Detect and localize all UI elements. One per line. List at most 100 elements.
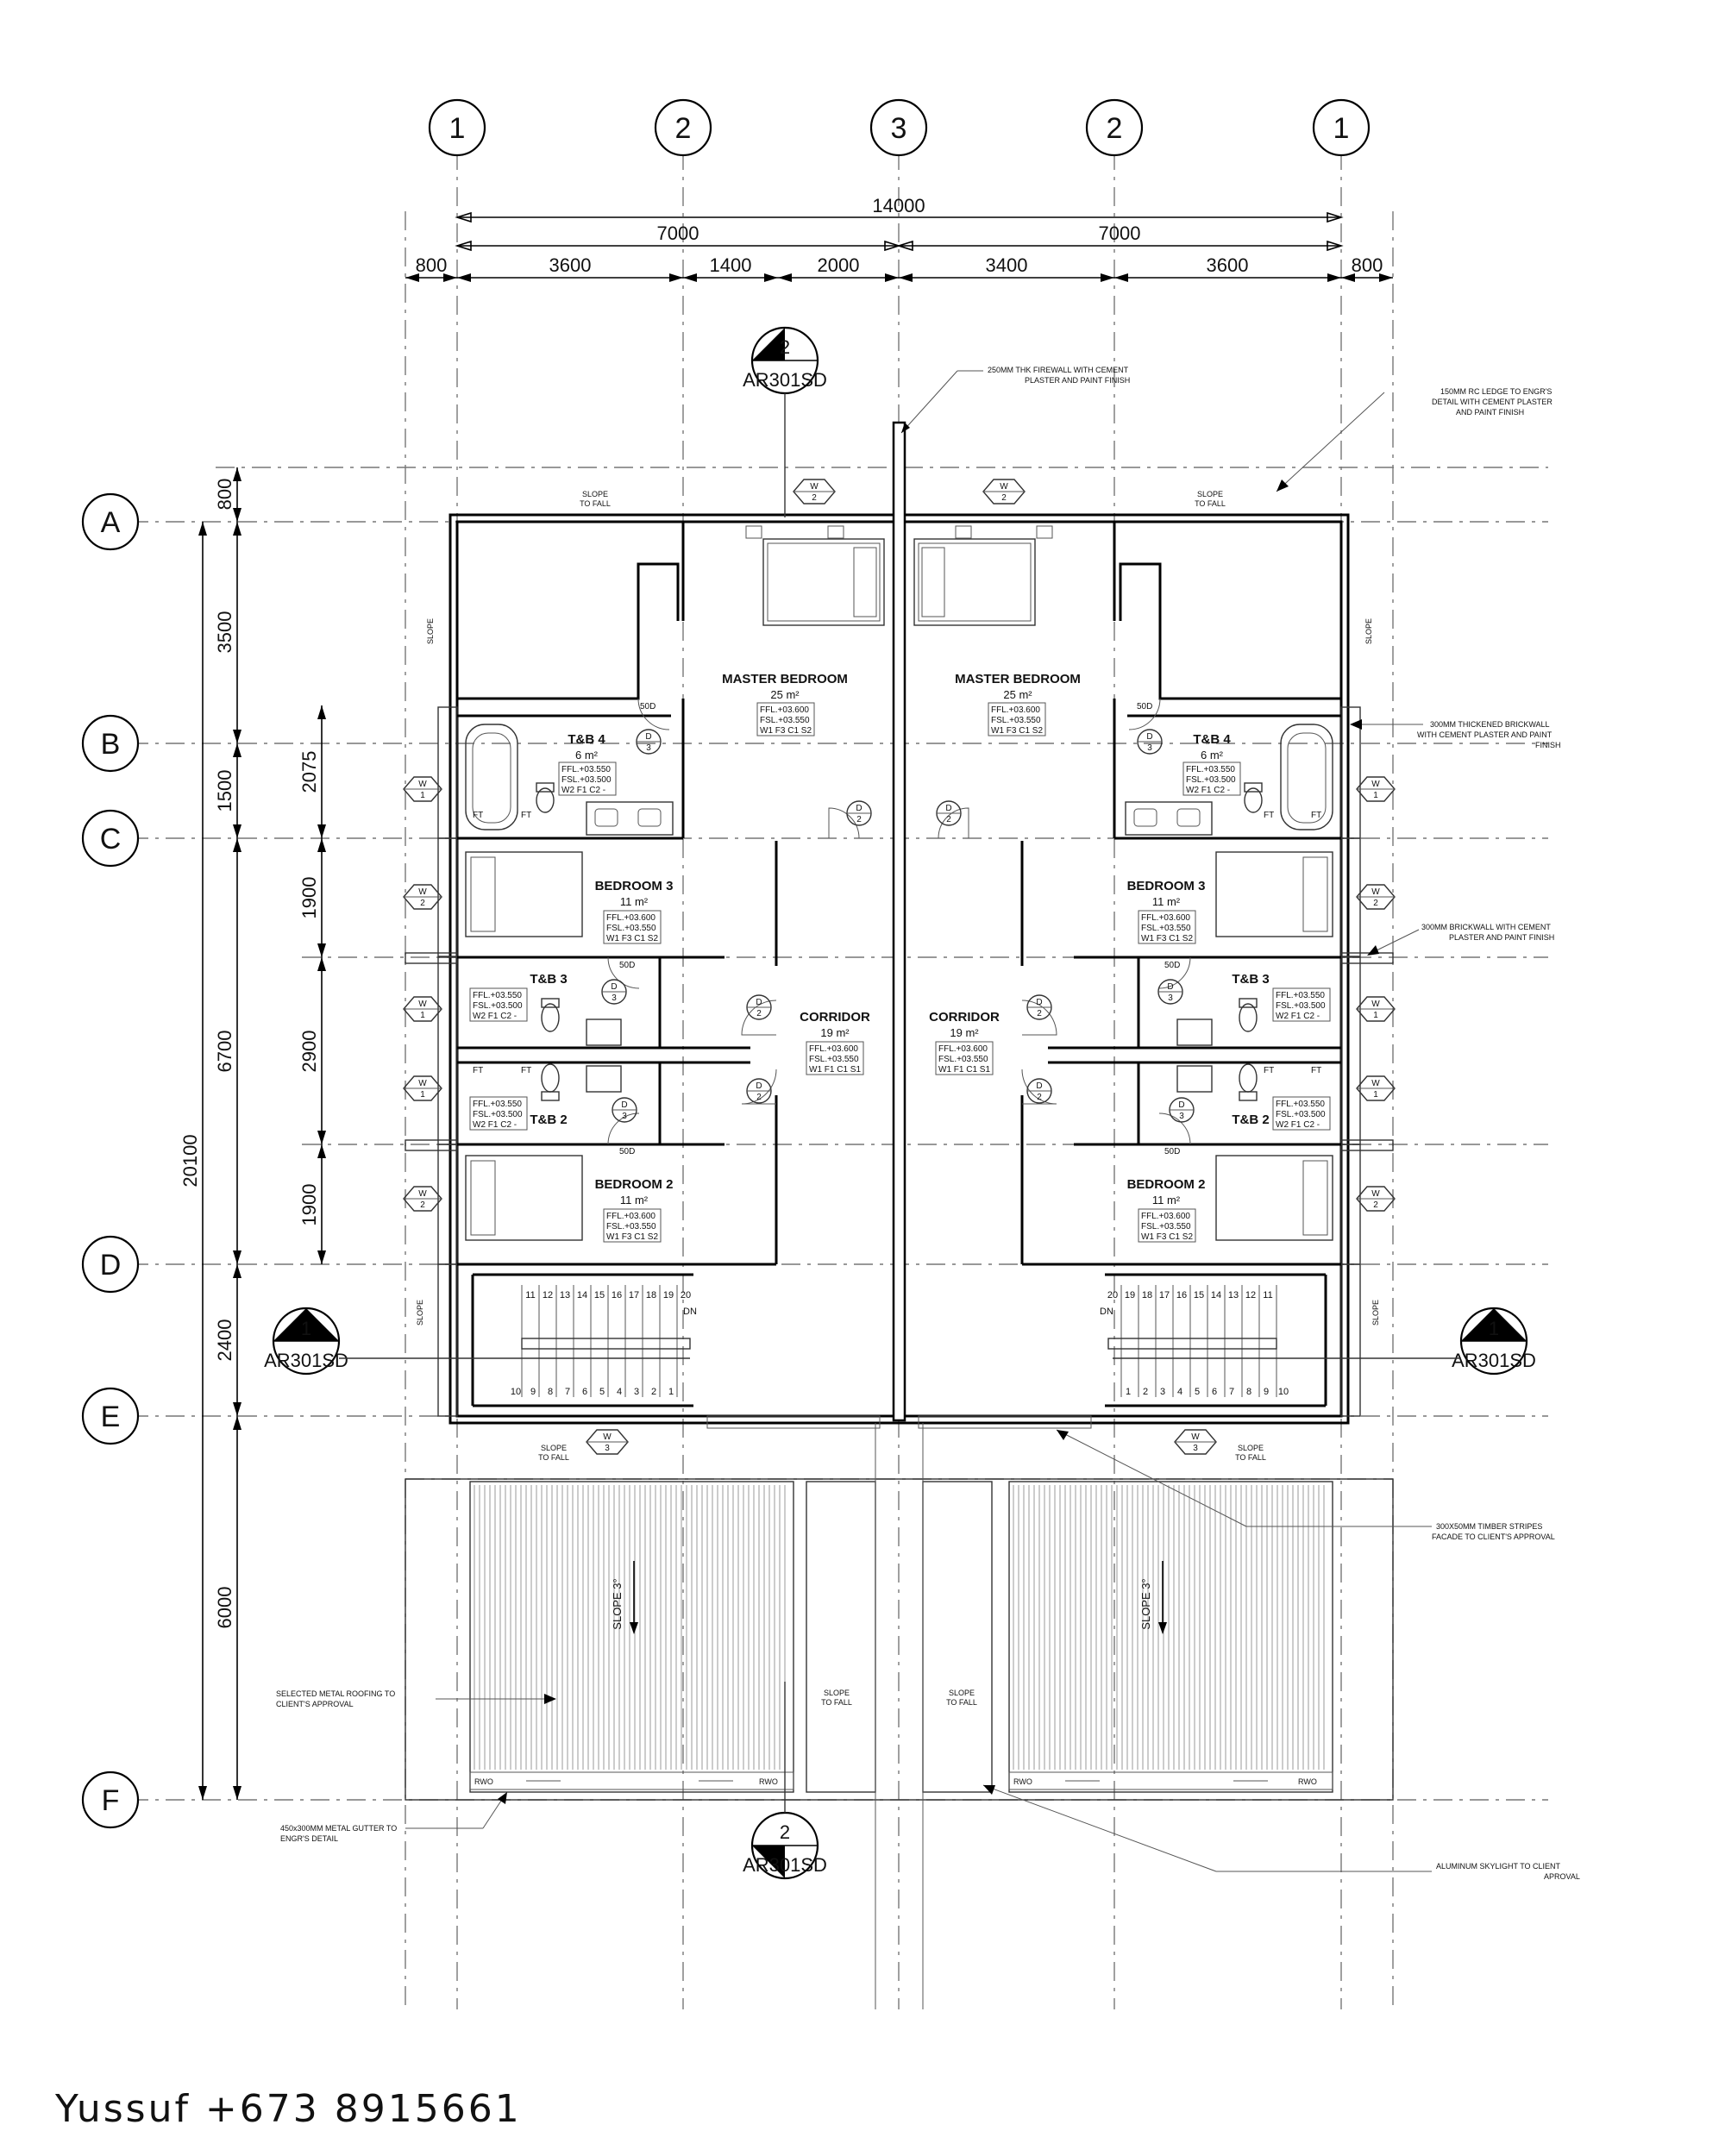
- dimension-inner-seg-3: 2900: [298, 1031, 320, 1073]
- svg-text:FFL.+03.600: FFL.+03.600: [938, 1044, 988, 1054]
- svg-text:17: 17: [629, 1290, 639, 1300]
- svg-text:11 m²: 11 m²: [620, 1194, 649, 1206]
- window-tag: W1: [403, 1075, 442, 1101]
- svg-text:10: 10: [511, 1387, 521, 1397]
- dimension-left-seg-1: 800: [214, 479, 235, 511]
- room-tb3-right: T&B 3 FFL.+03.550 FSL.+03.500 W2 F1 C2 -: [1232, 972, 1331, 1022]
- svg-text:18: 18: [646, 1290, 656, 1300]
- slope-label: SLOPE: [1364, 618, 1373, 644]
- dimension-inner-seg-4: 1900: [298, 1184, 320, 1226]
- dimension-overall: 14000: [872, 195, 925, 216]
- door-tag: D2: [846, 800, 872, 826]
- timber-stripe-facade: [706, 1415, 1092, 1429]
- svg-text:3: 3: [612, 993, 617, 1003]
- svg-text:PLASTER AND PAINT FINISH: PLASTER AND PAINT FINISH: [1449, 933, 1554, 942]
- dimension-seg-7: 800: [1352, 254, 1383, 276]
- svg-text:SLOPE: SLOPE: [949, 1689, 975, 1697]
- svg-text:20: 20: [681, 1290, 691, 1300]
- dimension-inner-seg-1: 2075: [298, 751, 320, 793]
- svg-text:FACADE TO CLIENT'S APPROVAL: FACADE TO CLIENT'S APPROVAL: [1432, 1532, 1555, 1541]
- dimension-left-seg-5: 2400: [214, 1319, 235, 1362]
- svg-text:3: 3: [1193, 1444, 1198, 1453]
- window-tags: W2 W2 W3 W3 W1 W2 W1 W1 W2 W1 W2 W1 W1 W…: [403, 479, 1396, 1455]
- svg-text:TO FALL: TO FALL: [538, 1453, 569, 1462]
- lower-roof-area: [405, 1423, 1394, 2009]
- svg-text:250MM THK FIREWALL WITH CEMENT: 250MM THK FIREWALL WITH CEMENT: [988, 366, 1129, 374]
- window-tag: W1: [403, 776, 442, 802]
- svg-text:19: 19: [1125, 1290, 1135, 1300]
- svg-text:FFL.+03.600: FFL.+03.600: [1141, 913, 1190, 923]
- svg-text:10: 10: [1278, 1387, 1289, 1397]
- svg-text:AR301SD: AR301SD: [1452, 1350, 1536, 1371]
- room-bedroom2-right: BEDROOM 2 11 m² FFL.+03.600 FSL.+03.550 …: [1127, 1177, 1205, 1243]
- svg-text:3: 3: [891, 112, 907, 145]
- svg-text:13: 13: [1228, 1290, 1239, 1300]
- svg-text:D: D: [756, 998, 762, 1007]
- svg-text:TO FALL: TO FALL: [1235, 1453, 1266, 1462]
- room-bedroom3-left: BEDROOM 3 11 m² FFL.+03.600 FSL.+03.550 …: [595, 879, 674, 944]
- rainwater-outlets: RWO RWO RWO RWO: [474, 1777, 1317, 1786]
- svg-text:W1 F3 C1 S2: W1 F3 C1 S2: [606, 1232, 658, 1242]
- svg-text:MASTER BEDROOM: MASTER BEDROOM: [722, 672, 848, 686]
- firewall: [892, 421, 906, 1422]
- svg-text:CORRIDOR: CORRIDOR: [929, 1010, 1000, 1025]
- grid-bubble-row-d: D: [81, 1235, 140, 1294]
- svg-text:D: D: [1146, 732, 1152, 742]
- svg-text:W2 F1 C2 -: W2 F1 C2 -: [561, 786, 605, 795]
- svg-text:6: 6: [582, 1387, 587, 1397]
- svg-text:W: W: [418, 1000, 427, 1009]
- rwo-label: RWO: [474, 1777, 493, 1786]
- svg-text:FSL.+03.500: FSL.+03.500: [1186, 775, 1236, 785]
- window-tag: W1: [1356, 776, 1396, 802]
- dimension-seg-2: 3600: [549, 254, 592, 276]
- dimension-seg-5: 3400: [986, 254, 1028, 276]
- slope-label: SLOPE: [426, 618, 435, 644]
- room-corridor-right: CORRIDOR 19 m² FFL.+03.600 FSL.+03.550 W…: [929, 1010, 1000, 1075]
- room-tb2-right: FFL.+03.550 FSL.+03.500 W2 F1 C2 - T&B 2: [1232, 1096, 1331, 1131]
- grid-lines: [129, 151, 1548, 2009]
- grid-bubble-row-f: F: [81, 1771, 140, 1829]
- svg-text:FFL.+03.600: FFL.+03.600: [606, 1212, 656, 1221]
- section-marker-top: 2 AR301SD: [743, 326, 827, 517]
- svg-text:FSL.+03.500: FSL.+03.500: [1276, 1001, 1326, 1011]
- svg-text:2: 2: [1143, 1387, 1148, 1397]
- svg-text:CORRIDOR: CORRIDOR: [800, 1010, 870, 1025]
- svg-text:BEDROOM 3: BEDROOM 3: [595, 879, 674, 893]
- window-tag: W1: [1356, 996, 1396, 1022]
- note-skylight: ALUMINUM SKYLIGHT TO CLIENT APROVAL: [982, 1784, 1580, 1881]
- svg-text:W1 F3 C1 S2: W1 F3 C1 S2: [1141, 1232, 1193, 1242]
- note-gutter: 450x300MM METAL GUTTER TO ENGR'S DETAIL: [280, 1792, 507, 1843]
- window-tag: W2: [793, 479, 836, 505]
- window-tag: W1: [403, 996, 442, 1022]
- svg-text:2: 2: [420, 1200, 425, 1210]
- door-size-label: 50D: [1164, 1147, 1180, 1156]
- svg-text:W: W: [1000, 482, 1008, 492]
- dimension-seg-4: 2000: [818, 254, 860, 276]
- svg-text:11 m²: 11 m²: [620, 895, 649, 908]
- svg-text:FSL.+03.500: FSL.+03.500: [561, 775, 612, 785]
- roof-corrugation-right: [1013, 1485, 1325, 1770]
- window-tag: W2: [1356, 1186, 1396, 1212]
- svg-text:1: 1: [301, 1318, 311, 1339]
- door-tag: D3: [601, 979, 627, 1005]
- watermark-contact: Yussuf +673 8915661: [55, 2087, 522, 2131]
- svg-text:FT: FT: [1264, 811, 1274, 820]
- svg-text:11: 11: [1263, 1290, 1272, 1300]
- grid-bubble-row-e: E: [81, 1387, 140, 1445]
- svg-text:1: 1: [420, 1090, 425, 1100]
- door-size-label: 50D: [1164, 961, 1180, 970]
- svg-text:6 m²: 6 m²: [575, 749, 599, 761]
- door-tag: D2: [1026, 994, 1052, 1020]
- grid-bubble-row-b: B: [81, 714, 140, 773]
- svg-text:2: 2: [1107, 112, 1123, 145]
- svg-text:AR301SD: AR301SD: [264, 1350, 348, 1371]
- svg-text:C: C: [100, 823, 122, 856]
- svg-text:SLOPE: SLOPE: [824, 1689, 850, 1697]
- svg-text:W2 F1 C2 -: W2 F1 C2 -: [473, 1120, 517, 1130]
- svg-text:3: 3: [634, 1387, 639, 1397]
- svg-text:FSL.+03.550: FSL.+03.550: [991, 716, 1041, 725]
- roof-slope-label: SLOPE 3°: [1139, 1578, 1152, 1629]
- svg-text:FSL.+03.550: FSL.+03.550: [809, 1055, 859, 1064]
- svg-text:15: 15: [1194, 1290, 1204, 1300]
- dimension-half-left: 7000: [657, 222, 699, 244]
